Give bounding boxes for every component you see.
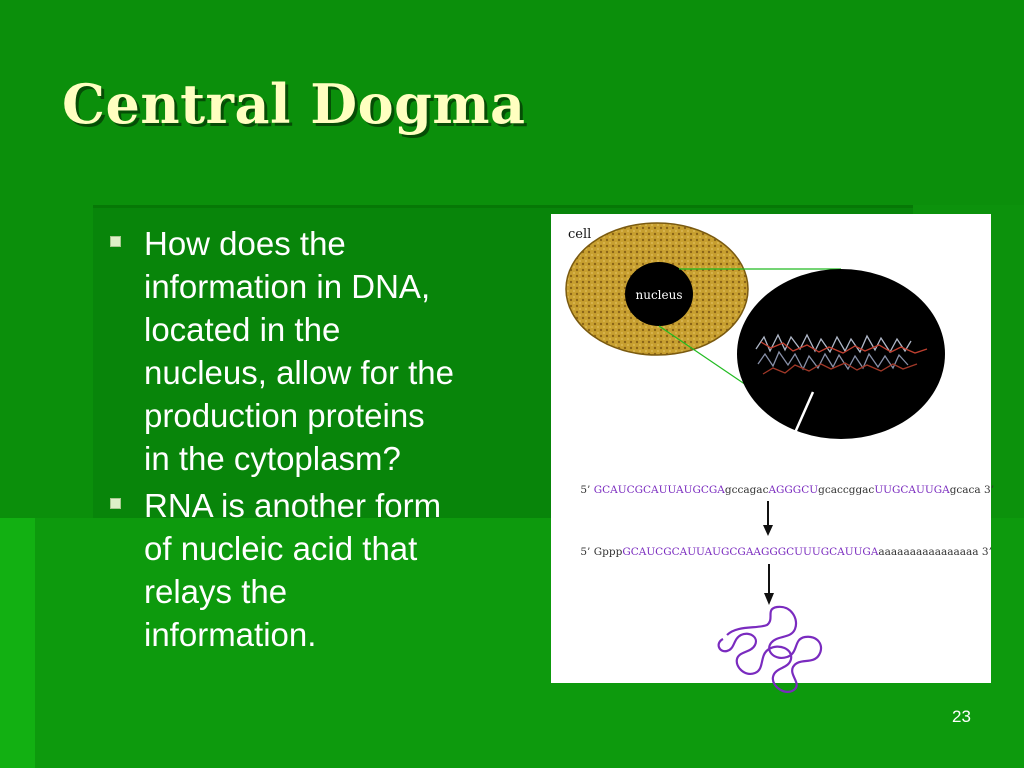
exon-segment: UUGCAUUGA [874,484,950,496]
exon-segment: GCAUCGCAUUAUGCGA [594,484,726,496]
prime-3-label: 3’ [984,484,994,496]
panel-edge [93,205,913,208]
dna-sequence: 5’ GCAUCGCAUUAUGCGAgccagacAGGGCUgcaccgga… [557,484,1011,496]
nucleus-label: nucleus [635,288,682,302]
slide-title: Central Dogma [62,72,526,136]
bullet-item: RNA is another form of nucleic acid that… [104,484,544,656]
bullet-text: How does the information in DNA, located… [144,225,455,477]
arrow-head [777,456,788,472]
exon-segment: AGGGCU [767,484,818,496]
arrow-head [764,593,774,605]
bullet-text: RNA is another form of nucleic acid that… [144,487,442,653]
background-strip-left [0,518,35,768]
nucleus [625,262,693,326]
cell-label: cell [568,227,591,242]
intron-segment: gcaccggac [818,484,874,496]
central-dogma-diagram: cell nucleus 5’ GCAUCGCAUUAUGCGAgccagacA… [565,222,994,693]
intron-segment: gccagac [725,484,769,496]
prime-5-label: 5’ [580,546,590,558]
central-dogma-figure: cell nucleus 5’ GCAUCGCAUUAUGCGAgccagacA… [551,214,994,693]
mrna-cap: Gppp [594,546,623,558]
mrna-sequence: 5’ GpppGCAUCGCAUUAUGCGAAGGGCUUUGCAUUGAaa… [557,546,1009,558]
intron-segment: gcaca [950,484,981,496]
slide-number: 23 [952,707,971,726]
dna-molecule [755,333,928,375]
nucleus-magnified [737,269,945,439]
mrna-coding: GCAUCGCAUUAUGCGAAGGGCUUUGCAUUGA [622,546,879,558]
folded-protein [717,605,823,693]
square-bullet-icon [110,498,121,509]
arrow-head [763,525,773,536]
arrow-line [780,391,815,463]
prime-5-label: 5’ [580,484,590,496]
prime-3-label: 3’ [982,546,992,558]
bullet-list: How does the information in DNA, located… [104,222,544,660]
poly-a-tail: aaaaaaaaaaaaaaaa [878,546,978,558]
bullet-item: How does the information in DNA, located… [104,222,544,480]
square-bullet-icon [110,236,121,247]
